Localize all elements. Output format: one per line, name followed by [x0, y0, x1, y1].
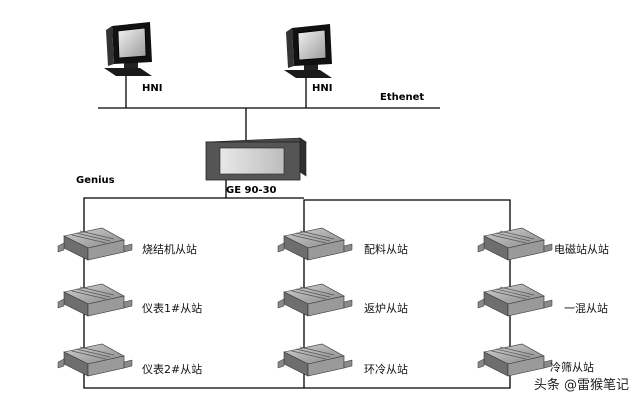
station-label: 电磁站从站 [554, 243, 609, 256]
plc-label: GE 90-30 [226, 185, 277, 196]
genius-bus-loop [83, 178, 511, 389]
station-label: 返炉从站 [364, 302, 408, 315]
station-module-icon [57, 283, 133, 317]
station-module-icon [57, 227, 133, 261]
hmi-left-label: HNI [142, 83, 163, 94]
ethernet-label: Ethenet [380, 92, 425, 103]
station-label: 冷筛从站 [550, 361, 594, 374]
station-module-icon [477, 343, 553, 377]
station-label: 仪表1#从站 [142, 302, 203, 315]
plc-ge9030-icon [205, 137, 307, 181]
hmi-right-monitor-icon [283, 23, 333, 79]
station-label: 一混从站 [564, 302, 608, 315]
genius-label: Genius [76, 175, 115, 186]
station-module-icon [57, 343, 133, 377]
station-module-icon [277, 343, 353, 377]
station-label: 环冷从站 [364, 363, 408, 376]
station-module-icon [477, 227, 553, 261]
watermark: 头条 @雷猴笔记 [530, 373, 632, 394]
station-label: 仪表2#从站 [142, 363, 203, 376]
station-label: 配料从站 [364, 243, 408, 256]
station-module-icon [277, 227, 353, 261]
station-module-icon [477, 283, 553, 317]
station-module-icon [277, 283, 353, 317]
hmi-left-monitor-icon [103, 21, 153, 77]
hmi-right-label: HNI [312, 83, 333, 94]
station-label: 烧结机从站 [142, 243, 197, 256]
